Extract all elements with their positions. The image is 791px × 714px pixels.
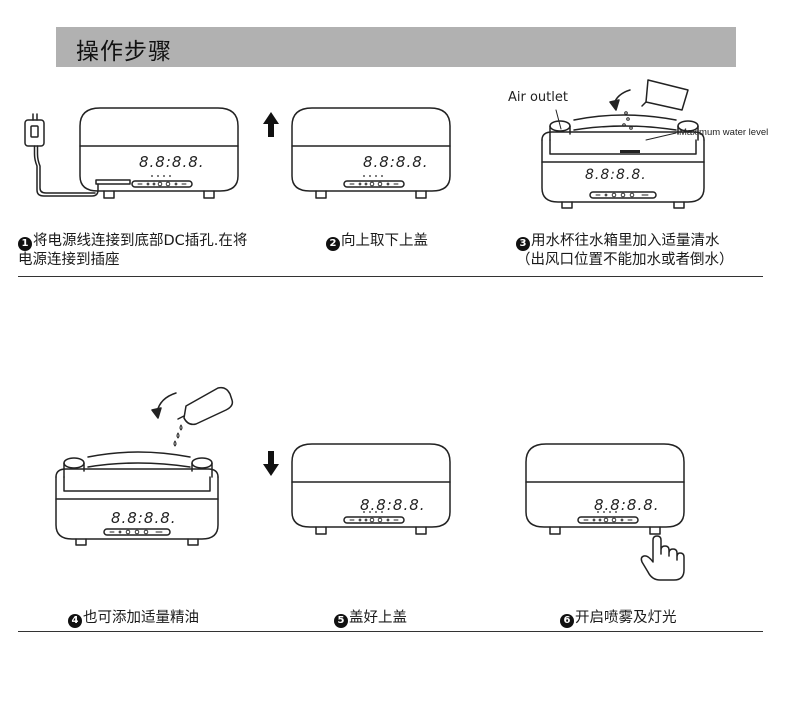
display-digits-6: 8.8:8.8. xyxy=(594,496,660,514)
arrow-down-icon xyxy=(263,451,279,476)
step-2-text: 向上取下上盖 xyxy=(341,233,428,249)
pour-arrow-icon-2 xyxy=(151,392,177,419)
step-1-text-line2: 电源连接到插座 xyxy=(18,252,120,268)
humidifier-unit-step5 xyxy=(291,443,451,535)
step-4-number: 4 xyxy=(68,614,82,628)
oil-bottle-icon xyxy=(177,386,234,426)
arrow-up-icon xyxy=(263,112,279,137)
section-title: 操作步骤 xyxy=(76,39,172,65)
max-level-mark xyxy=(620,150,640,153)
humidifier-base-step4 xyxy=(55,451,219,546)
step-3-text-line1: 用水杯往水箱里加入适量清水 xyxy=(531,233,720,249)
step-3-text-line2: （出风口位置不能加水或者倒水） xyxy=(516,252,734,268)
step-1-number: 1 xyxy=(18,237,32,251)
display-digits-5: 8.8:8.8. xyxy=(360,496,426,514)
divider-row-1 xyxy=(18,276,763,277)
step-6-text: 开启喷雾及灯光 xyxy=(575,610,677,626)
air-outlet-leader xyxy=(555,109,562,130)
step-5-number: 5 xyxy=(334,614,348,628)
section-header: 操作步骤 xyxy=(56,27,736,67)
step-6-number: 6 xyxy=(560,614,574,628)
step-1-text-line1: 将电源线连接到底部DC插孔.在将 xyxy=(33,233,248,249)
humidifier-unit-step6 xyxy=(525,443,685,535)
pour-arrow-icon xyxy=(609,89,631,111)
oil-drops xyxy=(173,424,183,447)
water-drops xyxy=(622,111,633,130)
divider-row-2 xyxy=(18,631,763,632)
hand-pointer-icon xyxy=(640,535,685,581)
air-outlet-label: Air outlet xyxy=(508,90,568,105)
step-3-number: 3 xyxy=(516,237,530,251)
water-cup-icon xyxy=(641,79,689,111)
display-digits-2: 8.8:8.8. xyxy=(363,153,429,171)
max-level-leader xyxy=(645,132,677,141)
step-2-number: 2 xyxy=(326,237,340,251)
step-5-text: 盖好上盖 xyxy=(349,610,407,626)
display-digits-4: 8.8:8.8. xyxy=(111,509,177,527)
display-digits-1: 8.8:8.8. xyxy=(139,153,205,171)
power-adapter-icon xyxy=(24,113,131,197)
display-digits-3: 8.8:8.8. xyxy=(585,167,647,183)
step-4-text: 也可添加适量精油 xyxy=(83,610,199,626)
max-water-level-label: Maximum water level xyxy=(679,127,769,138)
